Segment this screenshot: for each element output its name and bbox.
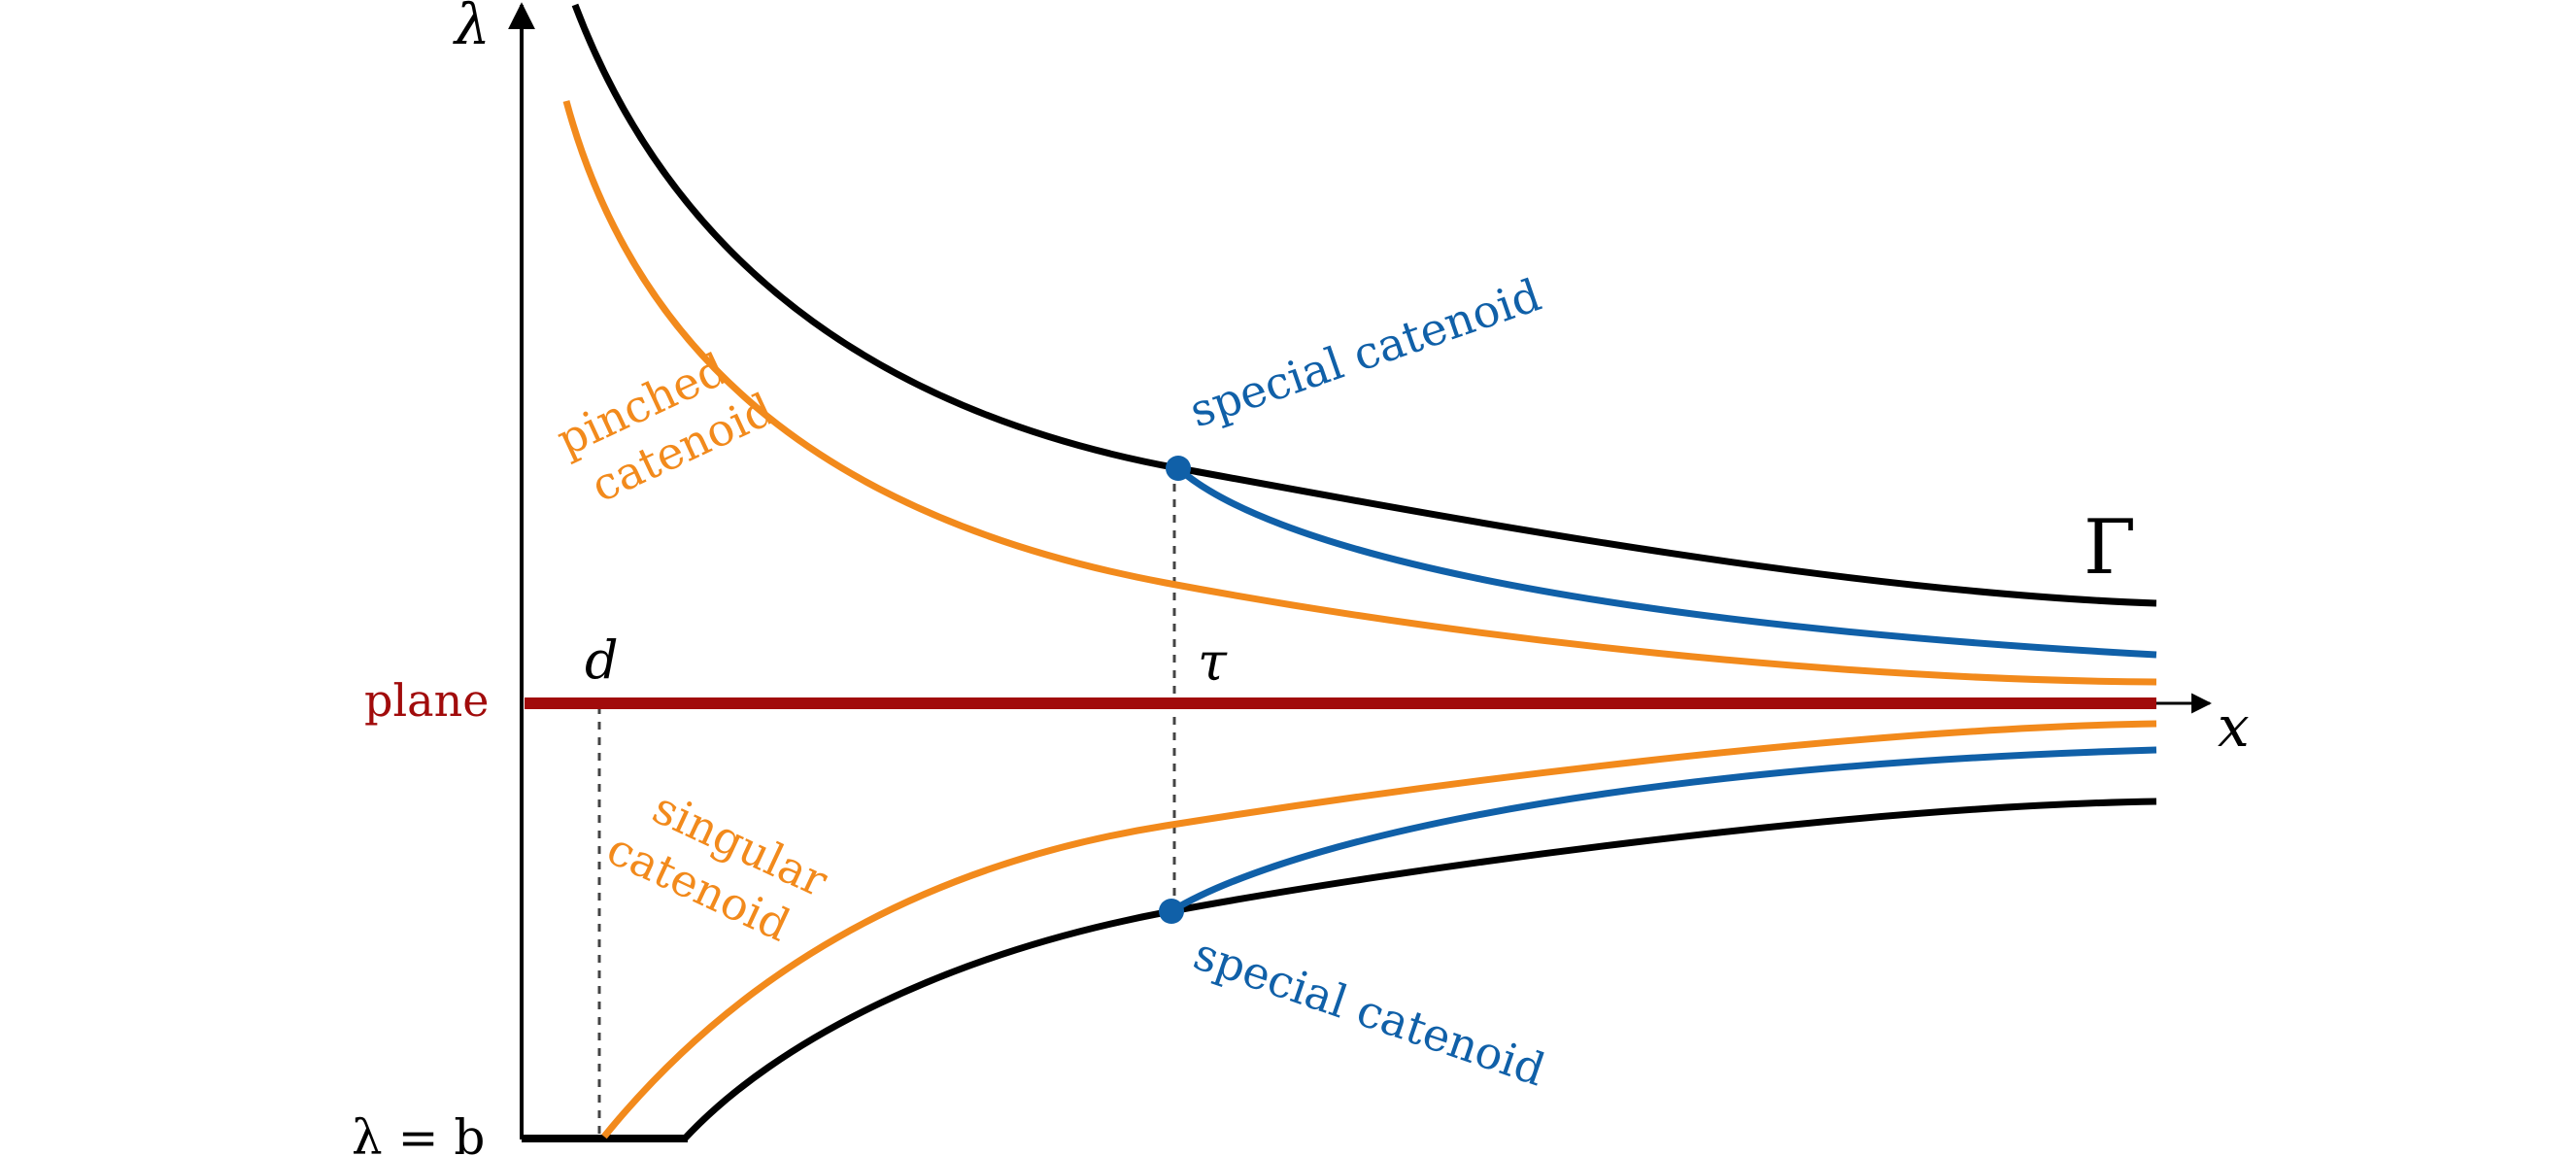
special-lower-point xyxy=(1159,899,1184,924)
singular-catenoid-curve xyxy=(601,720,2157,1139)
gamma-label: Γ xyxy=(2084,504,2136,592)
special-lower-label: special catenoid xyxy=(1187,927,1551,1096)
tick-d-label: d xyxy=(585,629,619,691)
baseline-label: λ = b xyxy=(352,1109,485,1156)
gamma-upper-curve xyxy=(571,3,2157,607)
special-catenoid-lower-curve xyxy=(1169,746,2157,914)
lower-black-curve xyxy=(682,798,2157,1141)
pinched-catenoid-curve xyxy=(562,100,2157,686)
special-upper-point xyxy=(1166,456,1191,481)
y-axis-label: λ xyxy=(453,0,491,57)
x-axis-label: x xyxy=(2218,694,2250,760)
special-catenoid-upper-curve xyxy=(1175,465,2157,659)
special-upper-label: special catenoid xyxy=(1183,268,1547,437)
tick-tau-label: τ xyxy=(1198,631,1228,693)
plane-label: plane xyxy=(364,674,489,727)
